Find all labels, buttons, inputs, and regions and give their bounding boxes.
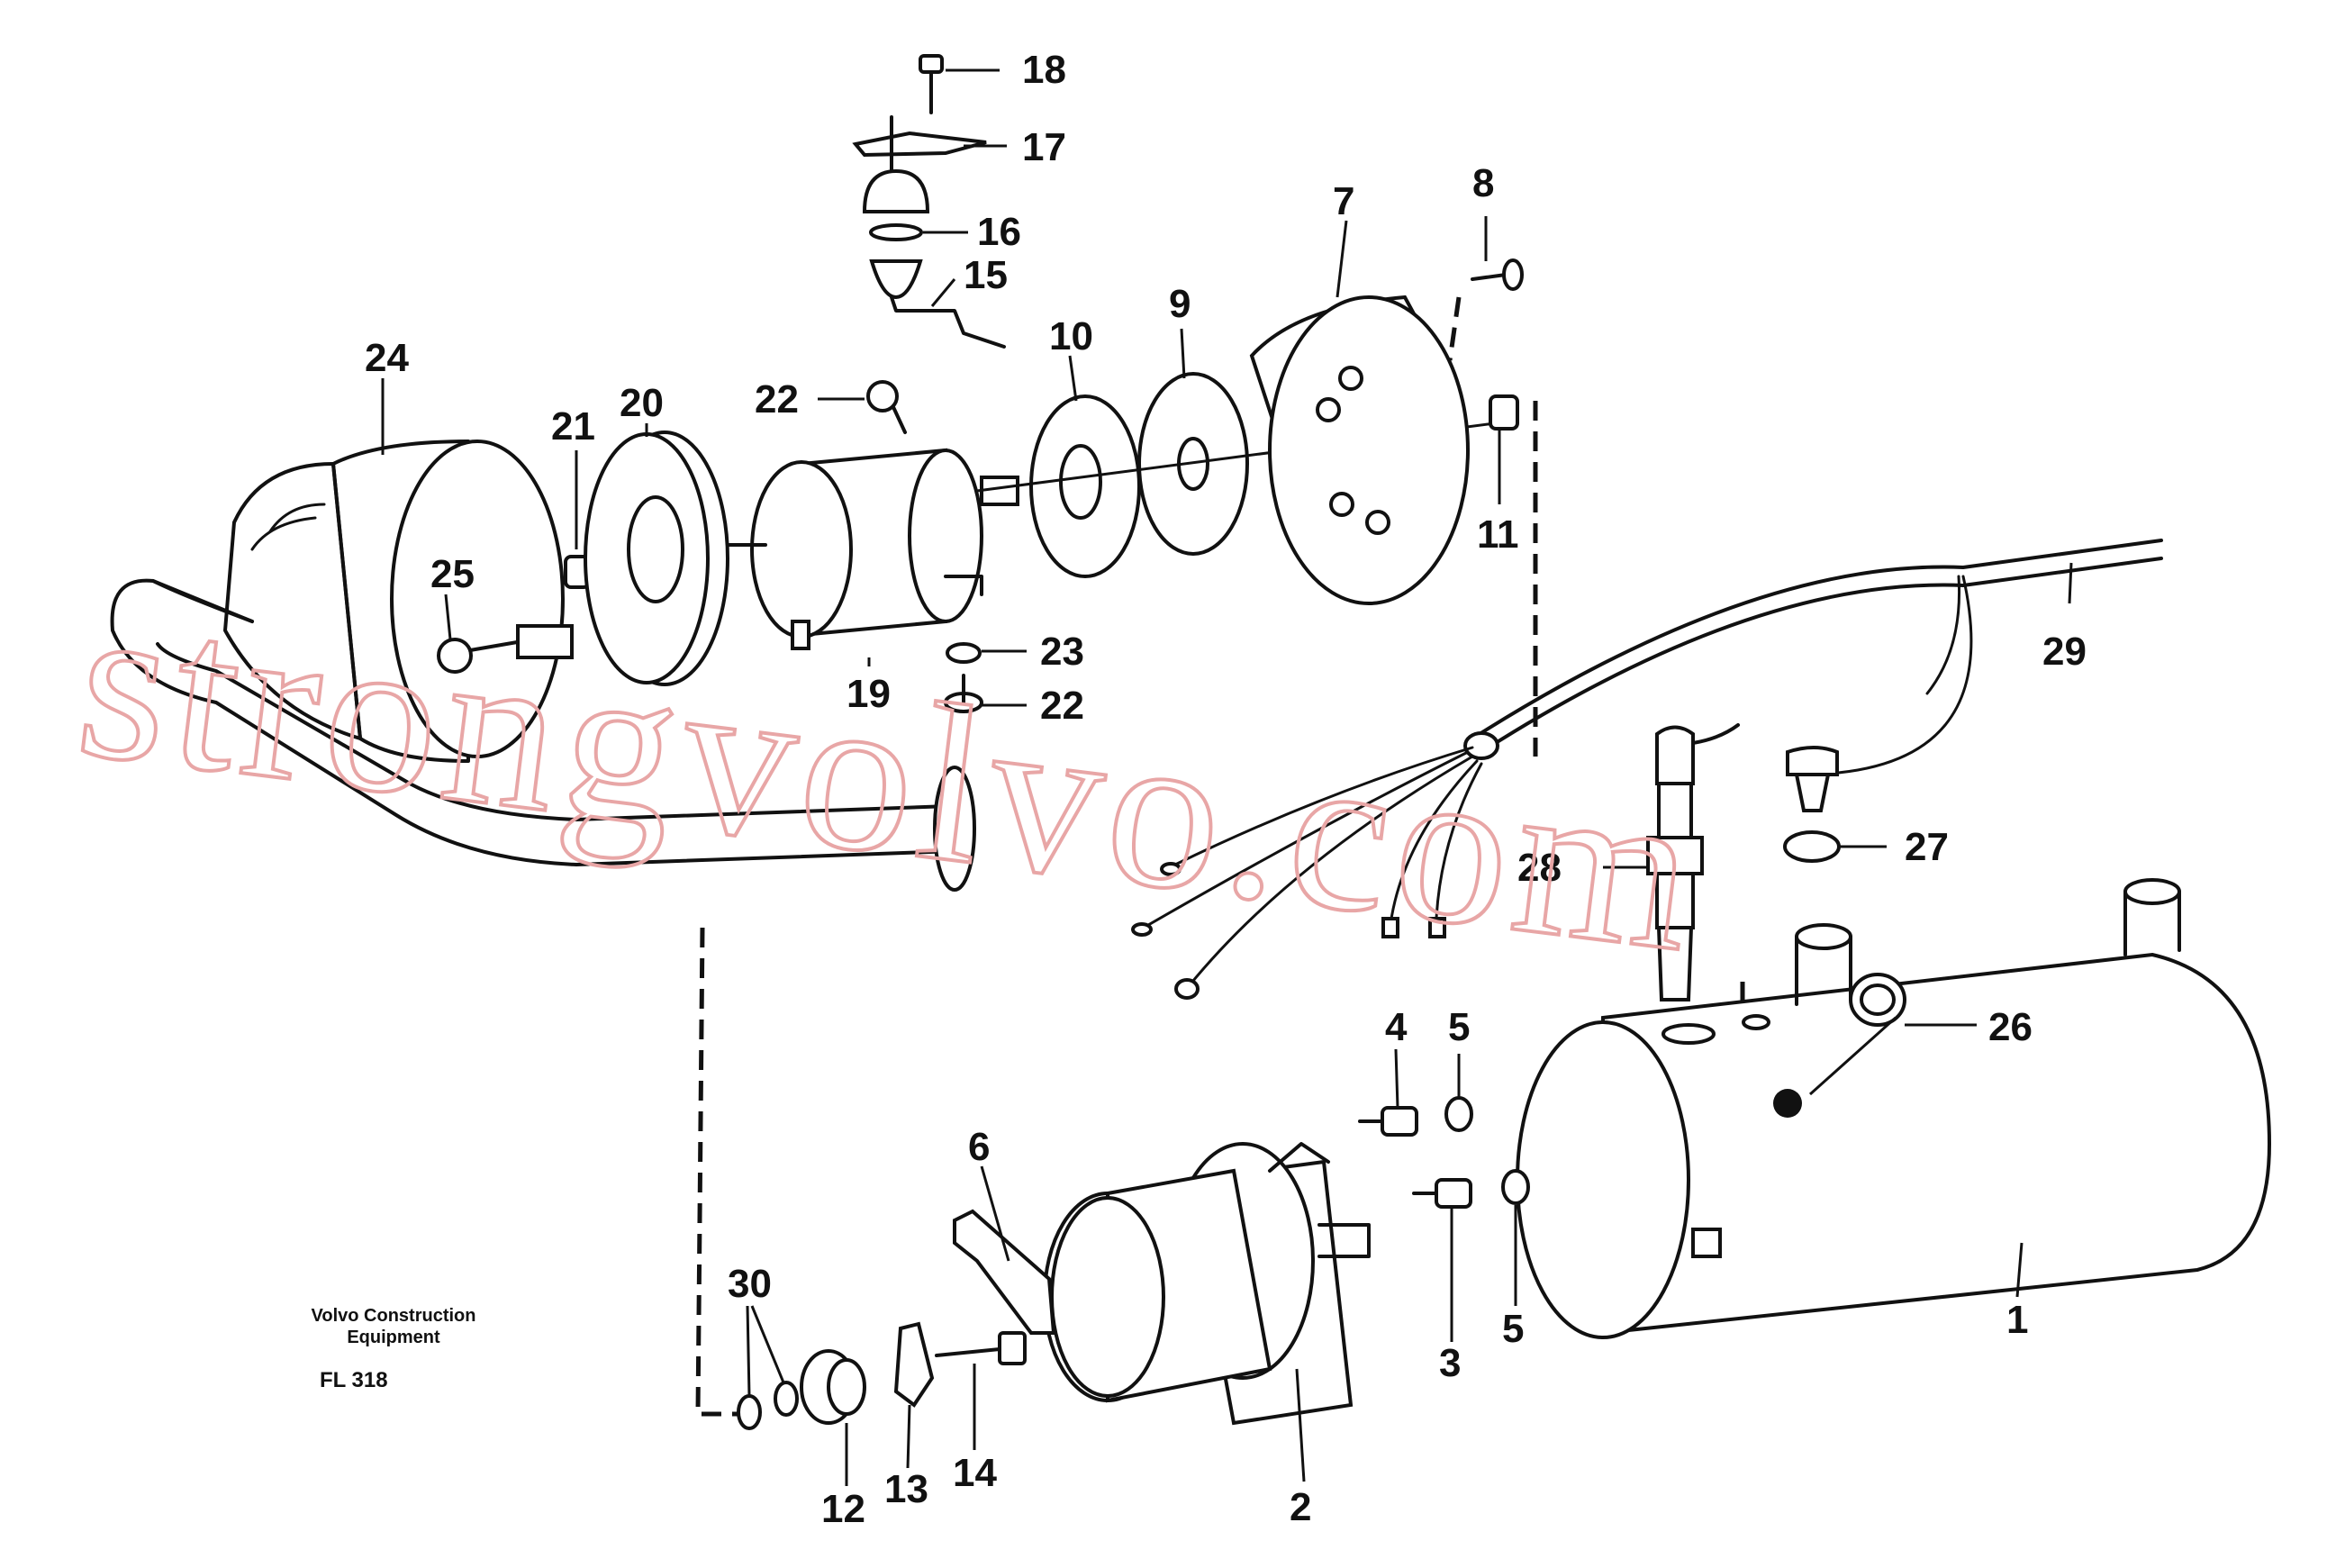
rod-15 (890, 295, 1006, 349)
spacer-11 (1489, 394, 1519, 431)
callout-13: 13 (884, 1467, 928, 1511)
callout-30: 30 (728, 1262, 772, 1306)
screw-22-top (866, 380, 907, 434)
fan-wheel-20 (584, 431, 729, 686)
callout-27: 27 (1905, 825, 1949, 869)
callout-26: 26 (1988, 1005, 2033, 1049)
callout-14: 14 (953, 1451, 997, 1495)
leader-lines (381, 68, 2073, 1486)
combustion-chamber-2 (1043, 1142, 1371, 1426)
screw-25 (437, 624, 574, 674)
screw-8 (1471, 258, 1524, 291)
callout-18: 18 (1022, 48, 1066, 92)
wiring-harness (1131, 539, 2163, 1000)
bolt-14 (935, 1331, 1027, 1365)
flange-10 (1029, 394, 1141, 578)
callout-12: 12 (821, 1487, 865, 1531)
callout-3: 3 (1439, 1341, 1461, 1385)
dash-link-left (695, 927, 747, 1417)
screw-22-bottom (944, 674, 983, 713)
callout-16: 16 (977, 210, 1021, 254)
callout-25: 25 (430, 552, 475, 596)
callout-2: 2 (1290, 1485, 1311, 1529)
grommet-16 (862, 168, 930, 300)
callout-7: 7 (1333, 179, 1354, 223)
clip-13 (893, 1321, 935, 1408)
callout-15: 15 (964, 253, 1008, 297)
dash-link-8 (1447, 296, 1462, 361)
credit-line-2: Equipment (347, 1328, 440, 1347)
drain-hole (1773, 1089, 1802, 1118)
plug-26 (1849, 973, 1906, 1027)
callout-8: 8 (1472, 161, 1494, 205)
callout-labels: 18 17 16 15 7 8 24 21 20 22 10 9 11 25 2… (365, 48, 2087, 1531)
callout-1: 1 (2006, 1298, 2028, 1342)
callout-9: 9 (1169, 282, 1191, 326)
plug-27 (1783, 746, 1841, 863)
washer-23 (946, 642, 982, 664)
cover-7 (1249, 295, 1470, 605)
washer-5-bottom (1501, 1169, 1530, 1205)
callout-17: 17 (1022, 125, 1066, 169)
credit-block: Volvo Construction Equipment FL 318 (312, 1306, 476, 1392)
nozzle-3 (1412, 1178, 1472, 1209)
washers-30 (737, 1381, 799, 1430)
callout-22-bottom: 22 (1040, 684, 1084, 728)
nozzle-4 (1358, 1106, 1418, 1137)
callout-23: 23 (1040, 630, 1084, 674)
fan-housing (223, 440, 565, 763)
callout-22-top: 22 (755, 377, 799, 421)
exhaust-pipe (110, 578, 976, 892)
callout-19: 19 (847, 672, 891, 716)
credit-line-1: Volvo Construction (312, 1306, 476, 1326)
motor-19 (728, 448, 1019, 650)
bushing-12 (800, 1349, 866, 1425)
sensor-28 (1646, 723, 1740, 1002)
screw-18 (919, 54, 944, 114)
bracket-6 (953, 1209, 1056, 1335)
callout-5-top: 5 (1448, 1005, 1470, 1049)
callout-20: 20 (620, 381, 664, 425)
callout-28: 28 (1517, 846, 1562, 890)
tank-1 (1516, 878, 2272, 1339)
figure-code: FL 318 (320, 1368, 388, 1392)
callout-5-bottom: 5 (1502, 1307, 1524, 1351)
callout-29: 29 (2042, 630, 2087, 674)
washer-5-top (1444, 1096, 1473, 1132)
callout-11: 11 (1477, 512, 1519, 557)
callout-10: 10 (1049, 314, 1093, 358)
callout-4: 4 (1385, 1005, 1408, 1049)
callout-6: 6 (968, 1125, 990, 1169)
callout-21: 21 (551, 404, 595, 449)
callout-24: 24 (365, 336, 409, 380)
